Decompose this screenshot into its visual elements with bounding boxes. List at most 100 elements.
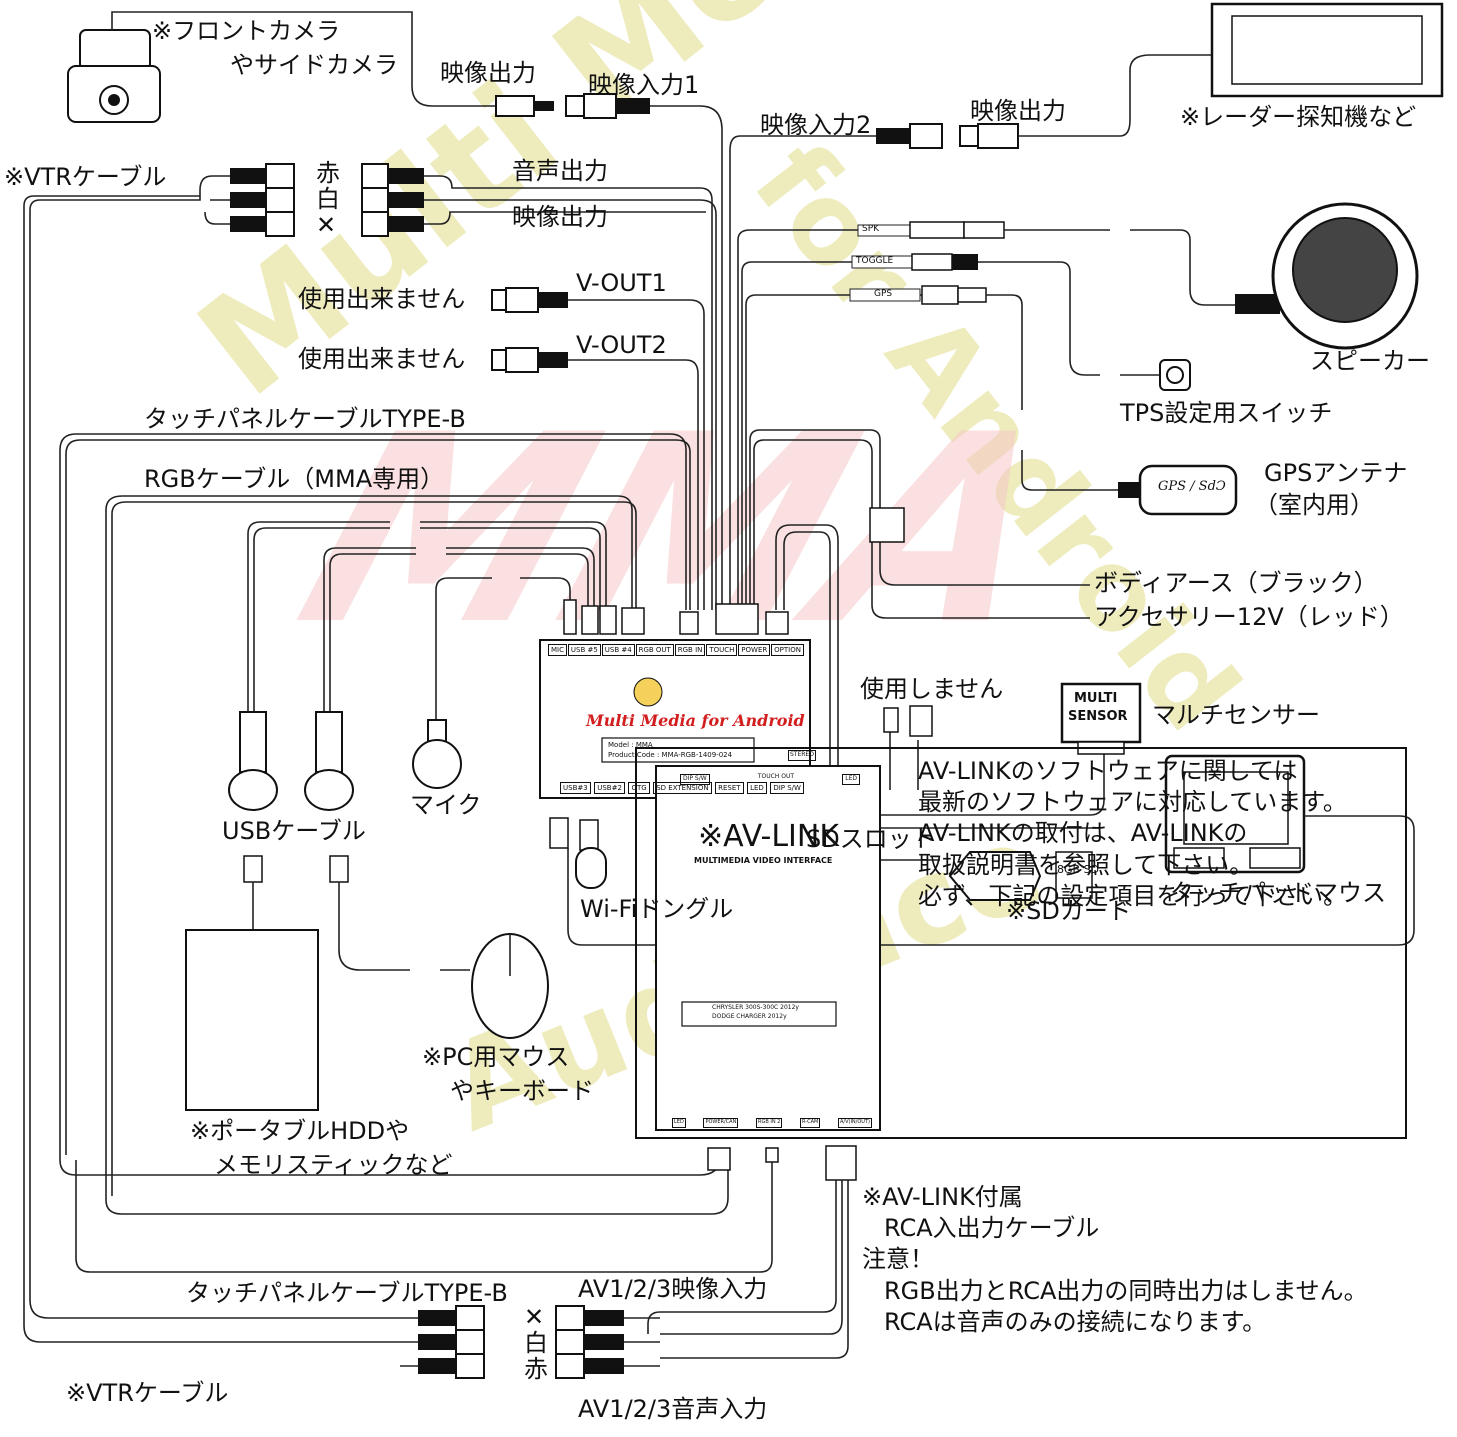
audio-out-label: 音声出力 <box>512 157 608 185</box>
radar-label: ※レーダー探知機など <box>1180 103 1417 131</box>
gps-antenna-label-2: （室内用） <box>1254 491 1374 519</box>
tps-switch-icon <box>1159 359 1191 391</box>
pc-mouse-label-1: ※PC用マウス <box>422 1043 570 1071</box>
touchpad-mouse-icon <box>1164 754 1306 874</box>
mma-port-usb2: USB#2 <box>594 782 625 795</box>
front-camera-label-2: やサイドカメラ <box>230 51 398 79</box>
mma-port-touch: TOUCH <box>706 644 738 657</box>
vtr-top-label: ※VTRケーブル <box>4 163 167 191</box>
rca-plug-video-in2-icon <box>876 123 943 149</box>
wifi-dongle-icon <box>549 817 607 889</box>
sd-slot-label: SDスロット <box>806 825 936 853</box>
rca-plug-video-out-icon <box>495 95 554 117</box>
mma-top-ports: MIC USB #5 USB #4 RGB OUT RGB IN TOUCH P… <box>548 644 804 657</box>
front-camera-label-1: ※フロントカメラ <box>152 17 341 45</box>
hdd-label-2: メモリスティックなど <box>214 1151 453 1179</box>
video-in-1-label: 映像入力1 <box>588 71 700 99</box>
hdd-label-1: ※ポータブルHDDや <box>190 1117 410 1145</box>
av-port-power-can: POWER/CAN <box>703 1118 739 1128</box>
gps-badge-label: GPS / SdƆ <box>1158 479 1226 494</box>
av-link-model-1: CHRYSLER 300S-300C 2012y <box>712 1004 799 1011</box>
info-line-4: 取扱説明書を参照して下さい。 <box>918 850 1254 879</box>
multi-sensor-box-1: MULTI <box>1074 691 1118 706</box>
touchpad-label: タッチパッドマウス <box>1170 879 1386 907</box>
pc-mouse-label-2: やキーボード <box>450 1077 594 1105</box>
info-line-1: AV-LINKのソフトウェアに関しては <box>918 757 1298 785</box>
front-camera-icon <box>67 29 161 123</box>
mma-brand: Multi Media for Android <box>586 711 805 730</box>
mma-port-option: OPTION <box>771 644 804 657</box>
info-line-5: 必ず、下記の設定項目を行って下さい。 <box>918 881 1348 910</box>
rca-plug-radar-out-icon <box>959 123 1019 149</box>
av-in-video-label: AV1/2/3映像入力 <box>578 1275 768 1303</box>
speaker-label: スピーカー <box>1310 347 1430 375</box>
not-used-label: 使用しません <box>860 675 1004 703</box>
av-link-model-2: DODGE CHARGER 2012y <box>712 1013 787 1020</box>
mma-port-usb5: USB #5 <box>567 644 601 657</box>
mma-port-usb3: USB#3 <box>560 782 591 795</box>
vout2-label: V-OUT2 <box>576 331 667 359</box>
x-bottom-label: ✕ <box>524 1303 545 1331</box>
mma-port-sd-extension: SD EXTENSION <box>653 782 712 795</box>
av-link-note: ※AV-LINK付属 RCA入出力ケーブル 注意！ RGB出力とRCA出力の同時… <box>862 1182 1368 1338</box>
mma-port-led: LED <box>747 782 767 795</box>
wire-spk-label: SPK <box>862 224 880 234</box>
wifi-label: Wi-Fiドングル <box>580 895 734 923</box>
av-link-subtitle: MULTIMEDIA VIDEO INTERFACE <box>694 856 833 865</box>
mma-port-reset: RESET <box>715 782 744 795</box>
video-out-radar-label: 映像出力 <box>970 97 1066 125</box>
sd-card-badge: 8GB SD <box>1057 863 1100 876</box>
gps-antenna-icon <box>1138 464 1238 516</box>
mma-port-rgb-in: RGB IN <box>674 644 706 657</box>
mma-port-otg: OTG <box>628 782 650 795</box>
sd-card-icon <box>1055 851 1093 899</box>
mma-port-dip: DIP S/W <box>770 782 804 795</box>
red-bottom-label: 赤 <box>524 1355 548 1383</box>
rca-plug-video-in1-icon <box>565 93 650 119</box>
pc-mouse-icon <box>471 933 549 1039</box>
av-link-bottom-ports: LED POWER/CAN RGB IN 2 R-CAM A/V(IN/OUT) <box>672 1118 872 1128</box>
av-link-note-line-2: RCA入出力ケーブル <box>884 1214 1100 1243</box>
av-link-title: ※AV-LINK <box>698 819 840 854</box>
acc-label: アクセサリー12V（レッド） <box>1094 603 1404 631</box>
av-port-led: LED <box>672 1118 686 1128</box>
mma-port-mic: MIC <box>548 644 567 657</box>
av-port-rcam: R-CAM <box>800 1118 821 1128</box>
mma-port-stereo: STEREO <box>788 750 816 761</box>
mma-product-code: Product Code : MMA-RGB-1409-024 <box>608 751 733 759</box>
x-top-label: ✕ <box>316 211 337 239</box>
multi-sensor-box-2: SENSOR <box>1068 709 1128 724</box>
touch-cable-bottom-label: タッチパネルケーブルTYPE-B <box>186 1279 508 1307</box>
body-earth-label: ボディアース（ブラック） <box>1094 569 1378 597</box>
vtr-top-plugs <box>230 163 424 237</box>
info-box: AV-LINKのソフトウェアに関しては 最新のソフトウェアに対応しています。 A… <box>918 756 1347 912</box>
white-top-label: 白 <box>316 185 340 213</box>
wire-toggle-label: TOGGLE <box>856 256 894 266</box>
sd-slot-icon <box>948 851 1042 901</box>
wire-gps-label: GPS <box>874 289 893 299</box>
av-link-note-line-1: ※AV-LINK付属 <box>862 1183 1023 1211</box>
mma-port-power: POWER <box>738 644 771 657</box>
info-line-2: 最新のソフトウェアに対応しています。 <box>918 788 1347 817</box>
mma-model: Model : MMA <box>608 741 653 749</box>
info-line-3: AV-LINKの取付は、AV-LINKの <box>918 819 1248 848</box>
av-link-unit-icon <box>655 765 881 1131</box>
av-link-note-line-4: RGB出力とRCA出力の同時出力はしません。 <box>884 1276 1368 1305</box>
video-out-mid-label: 映像出力 <box>512 203 608 231</box>
mma-port-usb4: USB #4 <box>601 644 635 657</box>
av-port-touch-out: TOUCH OUT <box>757 773 795 780</box>
vout1-plug-icon <box>491 287 568 313</box>
usb-connector-2-icon <box>304 711 354 811</box>
sd-card-label: ※SDカード <box>1006 897 1132 925</box>
mic-label: マイク <box>410 791 482 819</box>
av-link-note-line-3: 注意！ <box>862 1245 934 1274</box>
av-port-dip: DIP S/W <box>680 774 710 785</box>
white-bottom-label: 白 <box>524 1329 548 1357</box>
av-port-av: A/V(IN/OUT) <box>837 1118 872 1128</box>
tps-switch-label: TPS設定用スイッチ <box>1120 399 1333 427</box>
red-top-label: 赤 <box>316 159 340 187</box>
unusable-2-label: 使用出来ません <box>298 345 466 373</box>
touch-cable-top-label: タッチパネルケーブルTYPE-B <box>144 405 466 433</box>
rgb-cable-label: RGBケーブル（MMA専用） <box>144 465 445 493</box>
